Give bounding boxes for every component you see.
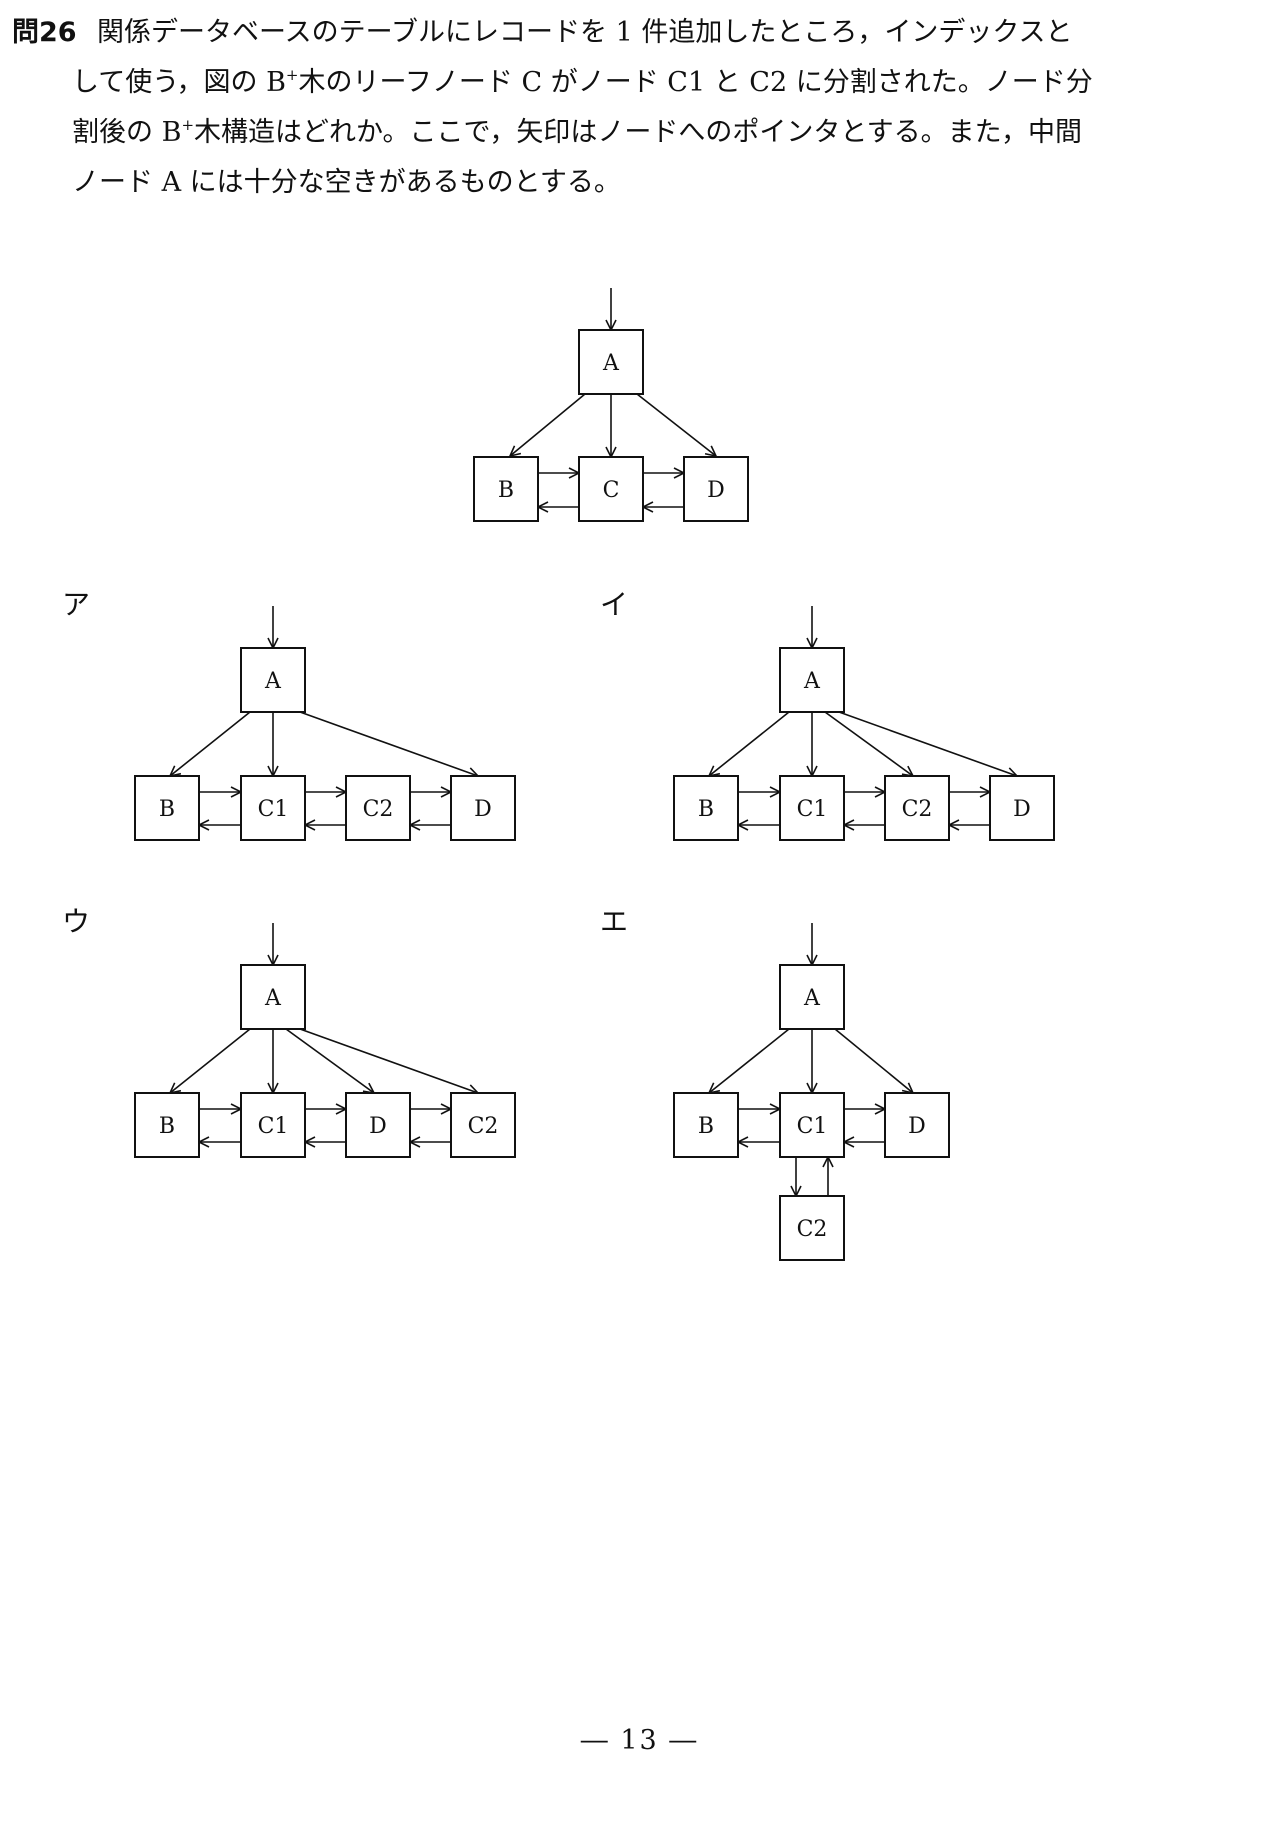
option-label-a: ア (62, 588, 91, 621)
node-b (134, 775, 200, 841)
node-b (473, 456, 539, 522)
page-number: ― 13 ― (580, 1725, 699, 1756)
pointer-a-d (299, 711, 478, 776)
superscript-plus: + (181, 116, 195, 134)
node-c2-label: C2 (468, 1114, 499, 1139)
node-b-label: B (698, 1114, 714, 1139)
question-line-2: して使う，図の B+木のリーフノード C がノード C1 と C2 に分割された… (12, 58, 1142, 108)
node-c2 (779, 1195, 845, 1261)
node-b (673, 775, 739, 841)
node-d-label: D (1013, 797, 1031, 822)
node-d-label: D (369, 1114, 387, 1139)
pointer-a-b (709, 1028, 790, 1093)
node-c1-label: C1 (797, 797, 828, 822)
pointer-a-d (285, 1028, 374, 1093)
node-d (450, 775, 516, 841)
node-c-label: C (603, 478, 620, 503)
pointer-a-d (838, 711, 1017, 776)
node-a-label: A (264, 986, 282, 1011)
question-number: 問26 (12, 17, 77, 48)
question-line-4: ノード A には十分な空きがあるものとする。 (12, 158, 1142, 208)
node-c1 (779, 775, 845, 841)
node-c (578, 456, 644, 522)
node-c1-label: C1 (258, 797, 289, 822)
question-text-line-3b: 木構造はどれか。ここで，矢印はノードへのポインタとする。また，中間 (194, 117, 1083, 148)
node-c1-label: C1 (797, 1114, 828, 1139)
node-d-label: D (707, 478, 725, 503)
node-d (345, 1092, 411, 1158)
pointer-a-d (636, 393, 716, 456)
node-c1 (240, 775, 306, 841)
node-c1 (779, 1092, 845, 1158)
option-label-e: エ (600, 905, 629, 938)
node-c2 (450, 1092, 516, 1158)
option-i-diagram: A B C1 C2 D (673, 606, 1055, 841)
pointer-a-c2 (824, 711, 913, 776)
pointer-a-d (834, 1028, 913, 1093)
node-d-label: D (474, 797, 492, 822)
option-label-i: イ (600, 588, 629, 621)
node-d (884, 1092, 950, 1158)
node-a-label: A (803, 669, 821, 694)
node-c2-label: C2 (363, 797, 394, 822)
node-a-label: A (803, 986, 821, 1011)
node-a (240, 964, 306, 1030)
question-text-line-2a: して使う，図の B (72, 67, 286, 98)
option-a-diagram: A B C1 C2 D (134, 606, 516, 841)
question-text-line-4: ノード A には十分な空きがあるものとする。 (72, 167, 621, 198)
node-b-label: B (698, 797, 714, 822)
pointer-a-c2 (299, 1028, 478, 1093)
question-line-1: 問26 関係データベースのテーブルにレコードを 1 件追加したところ，インデックス… (12, 8, 1142, 58)
node-b (134, 1092, 200, 1158)
option-e-diagram: A B C1 D C2 (673, 923, 950, 1261)
pointer-a-b (170, 1028, 251, 1093)
question-text-line-2b: 木のリーフノード C がノード C1 と C2 に分割された。ノード分 (298, 67, 1093, 98)
pointer-a-b (510, 393, 586, 456)
node-b (673, 1092, 739, 1158)
node-b-label: B (498, 478, 514, 503)
node-c2 (345, 775, 411, 841)
node-a-label: A (264, 669, 282, 694)
pointer-a-b (709, 711, 790, 776)
figure-original: A B C D (473, 288, 749, 522)
question-text-line-1: 関係データベースのテーブルにレコードを 1 件追加したところ，インデックスと (97, 17, 1073, 48)
node-a (578, 329, 644, 395)
pointer-a-b (170, 711, 251, 776)
node-a (779, 964, 845, 1030)
option-u-diagram: A B C1 D C2 (134, 923, 516, 1158)
question-line-3: 割後の B+木構造はどれか。ここで，矢印はノードへのポインタとする。また，中間 (12, 108, 1142, 158)
node-c2-label: C2 (797, 1217, 828, 1242)
node-a-label: A (602, 351, 620, 376)
superscript-plus: + (285, 66, 299, 84)
node-b-label: B (159, 1114, 175, 1139)
question-text: 問26 関係データベースのテーブルにレコードを 1 件追加したところ，インデックス… (12, 8, 1142, 208)
node-d-label: D (908, 1114, 926, 1139)
node-d (683, 456, 749, 522)
option-label-u: ウ (62, 905, 91, 938)
node-c2-label: C2 (902, 797, 933, 822)
node-b-label: B (159, 797, 175, 822)
node-c1-label: C1 (258, 1114, 289, 1139)
node-d (989, 775, 1055, 841)
node-c2 (884, 775, 950, 841)
question-text-line-3a: 割後の B (72, 117, 182, 148)
node-c1 (240, 1092, 306, 1158)
node-a (779, 647, 845, 713)
